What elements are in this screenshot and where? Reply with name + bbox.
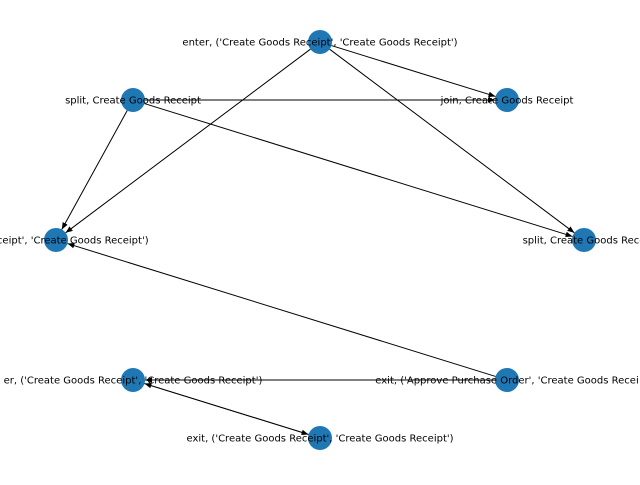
node-label-join_cgr: join, Create Goods Receipt bbox=[440, 96, 574, 107]
node-label-split_cgr_2: split, Create Goods Rece bbox=[523, 236, 640, 247]
node-enter_cgr[interactable] bbox=[308, 30, 332, 54]
edge-enter_cgr-to-join_cgr bbox=[331, 45, 496, 98]
node-split_cgr_1[interactable] bbox=[121, 88, 145, 112]
edge-enter_cgr-to-cgr_pair_left bbox=[65, 48, 311, 234]
node-exit_apo_cgr[interactable] bbox=[495, 368, 519, 392]
edge-split_cgr_1-to-cgr_pair_left bbox=[61, 110, 128, 230]
node-join_cgr[interactable] bbox=[495, 88, 519, 112]
edge-enter_cgr-to-split_cgr_2 bbox=[329, 48, 575, 234]
node-enter_cgr_2[interactable] bbox=[121, 368, 145, 392]
nodes-layer bbox=[44, 30, 596, 450]
node-label-split_cgr_1: split, Create Goods Receipt bbox=[65, 96, 201, 107]
edge-exit_cgr-to-enter_cgr_2 bbox=[144, 382, 309, 435]
node-cgr_pair_left[interactable] bbox=[44, 228, 68, 252]
node-label-enter_cgr: enter, ('Create Goods Receipt', 'Create … bbox=[182, 38, 457, 49]
edge-split_cgr_1-to-split_cgr_2 bbox=[144, 103, 573, 238]
edges-layer bbox=[61, 45, 575, 436]
node-exit_cgr[interactable] bbox=[308, 426, 332, 450]
labels-layer: enter, ('Create Goods Receipt', 'Create … bbox=[0, 38, 640, 445]
edge-exit_apo_cgr-to-cgr_pair_left bbox=[67, 242, 496, 377]
node-label-cgr_pair_left: ods Receipt', 'Create Goods Receipt') bbox=[0, 236, 149, 247]
node-label-enter_cgr_2: er, ('Create Goods Receipt', 'Create Goo… bbox=[4, 376, 263, 387]
node-split_cgr_2[interactable] bbox=[572, 228, 596, 252]
node-label-exit_cgr: exit, ('Create Goods Receipt', 'Create G… bbox=[186, 434, 453, 445]
node-label-exit_apo_cgr: exit, ('Approve Purchase Order', 'Create… bbox=[375, 376, 638, 387]
